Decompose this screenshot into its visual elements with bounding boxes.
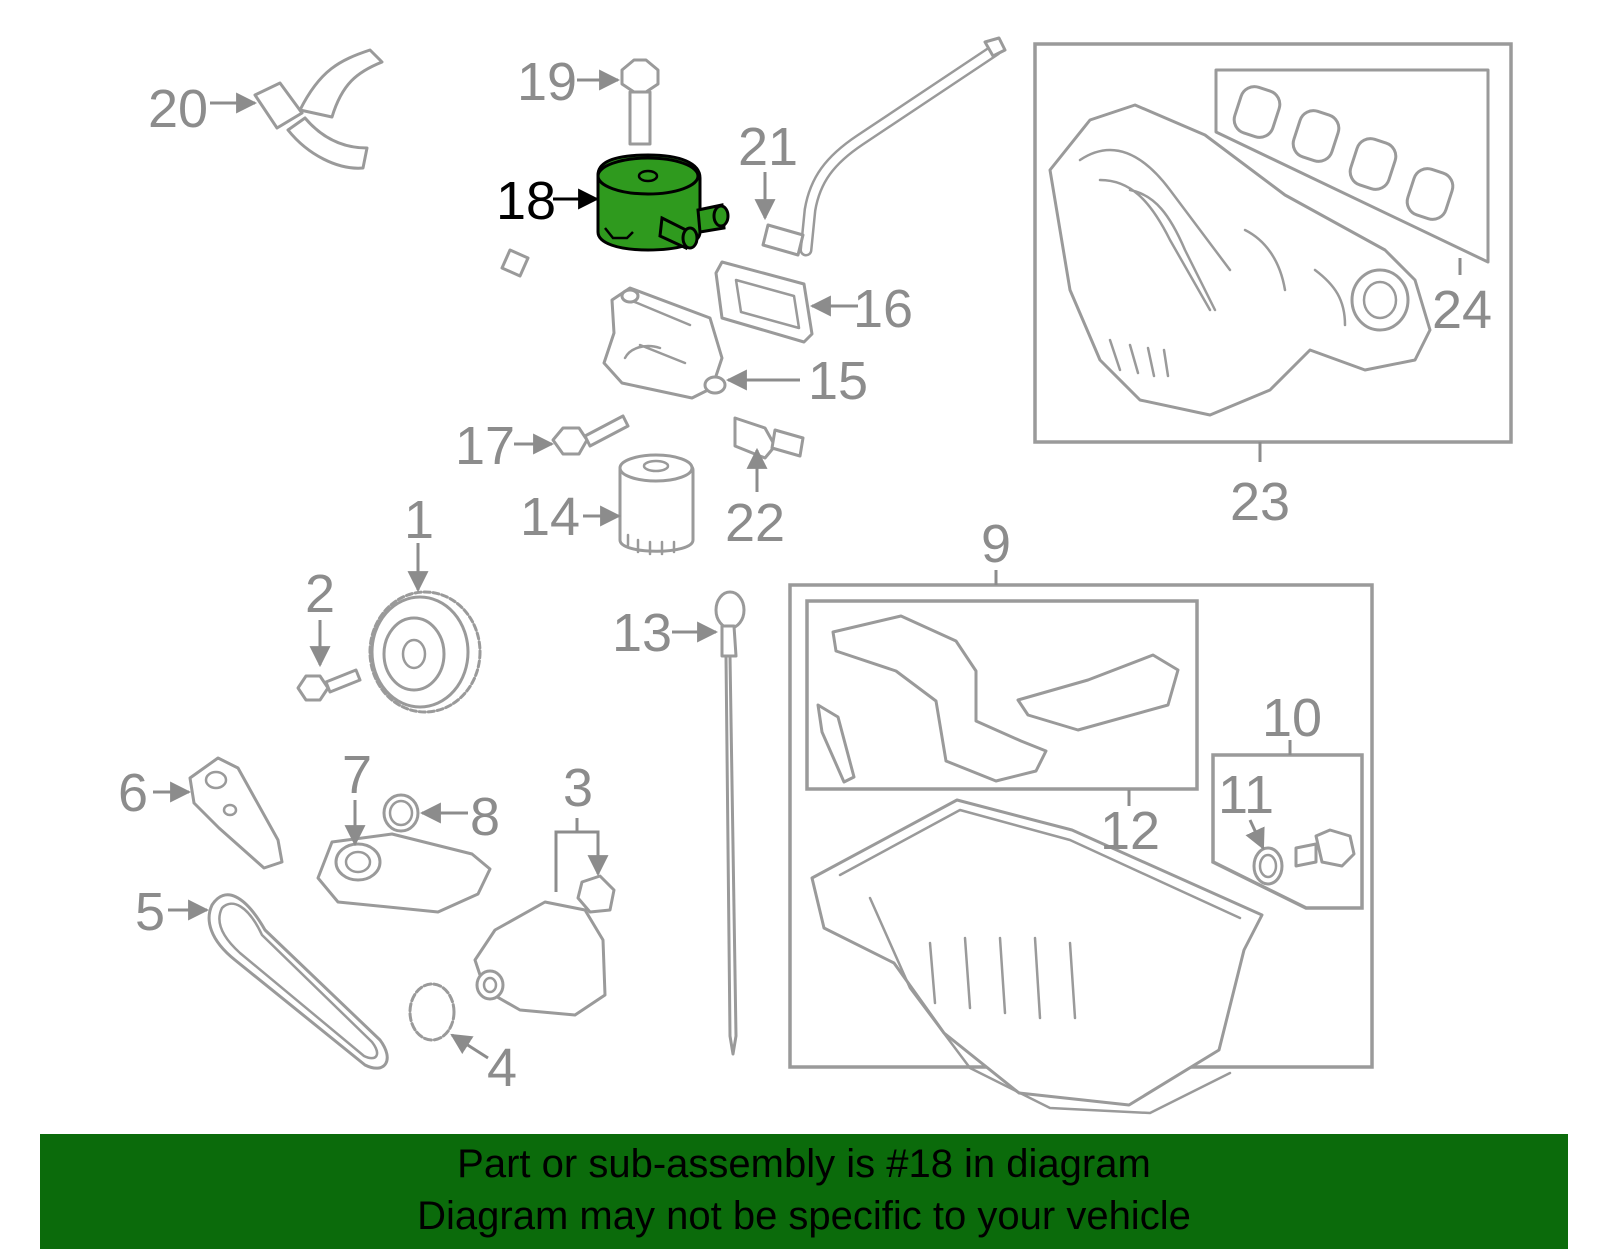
callout-9: 9	[981, 514, 1011, 574]
part-21-pcv-hose[interactable]	[761, 36, 1007, 257]
part-20-coolant-hose[interactable]	[253, 48, 590, 403]
part-16-gasket[interactable]	[714, 260, 814, 344]
part-4-gasket-ring[interactable]	[408, 982, 456, 1042]
part-11-drain-plug-gasket[interactable]	[1252, 846, 1284, 886]
callout-11: 11	[1218, 765, 1274, 825]
callout-15: 15	[808, 351, 868, 411]
part-9-oil-pan[interactable]	[810, 798, 1264, 1115]
callout-22: 22	[725, 493, 785, 553]
box-10	[1211, 753, 1364, 910]
callout-2: 2	[305, 564, 335, 624]
callout-19: 19	[517, 52, 577, 112]
callout-14: 14	[520, 487, 580, 547]
banner-line-disclaimer: Diagram may not be specific to your vehi…	[417, 1194, 1191, 1238]
part-3-oil-pump[interactable]	[473, 874, 616, 1017]
part-7-cover[interactable]	[316, 832, 492, 914]
part-24-gasket-set[interactable]	[1214, 68, 1490, 264]
banner-line-part: Part or sub-assembly is #18 in diagram	[457, 1142, 1151, 1186]
part-13-dipstick[interactable]	[714, 590, 746, 1056]
part-1-crank-pulley[interactable]	[368, 590, 482, 714]
part-19-bolt[interactable]	[620, 58, 660, 146]
callout-4: 4	[487, 1038, 517, 1098]
part-6-tensioner[interactable]	[188, 756, 284, 870]
part-22-sensor[interactable]	[733, 416, 805, 460]
callout-21: 21	[738, 117, 798, 177]
callout-6: 6	[118, 763, 148, 823]
callout-3: 3	[563, 758, 593, 818]
part-10-drain-plug[interactable]	[1294, 828, 1356, 868]
callout-12: 12	[1100, 801, 1160, 861]
part-14-oil-filter[interactable]	[618, 453, 695, 556]
callout-5: 5	[135, 882, 165, 942]
box-12	[805, 599, 1199, 791]
callout-23: 23	[1230, 472, 1290, 532]
part-5-belt[interactable]	[207, 893, 389, 1070]
part-18-oil-cooler[interactable]	[596, 153, 730, 252]
callout-24: 24	[1432, 280, 1492, 340]
callout-8: 8	[470, 787, 500, 847]
callout-18: 18	[496, 171, 556, 231]
part-12-baffle[interactable]	[816, 614, 1180, 784]
callout-13: 13	[612, 603, 672, 663]
part-15-filter-housing[interactable]	[602, 286, 727, 400]
callout-17: 17	[455, 416, 515, 476]
callout-7: 7	[342, 745, 372, 805]
part-2-bolt[interactable]	[296, 668, 362, 702]
part-17-bolt[interactable]	[551, 414, 630, 456]
box-23	[1033, 42, 1513, 444]
callout-16: 16	[853, 279, 913, 339]
part-8-seal[interactable]	[382, 793, 420, 833]
callout-10: 10	[1262, 688, 1322, 748]
callout-20: 20	[148, 79, 208, 139]
callout-1: 1	[404, 490, 434, 550]
part-23-intake-manifold[interactable]	[1048, 103, 1432, 417]
part-info-banner: Part or sub-assembly is #18 in diagram D…	[40, 1134, 1568, 1249]
